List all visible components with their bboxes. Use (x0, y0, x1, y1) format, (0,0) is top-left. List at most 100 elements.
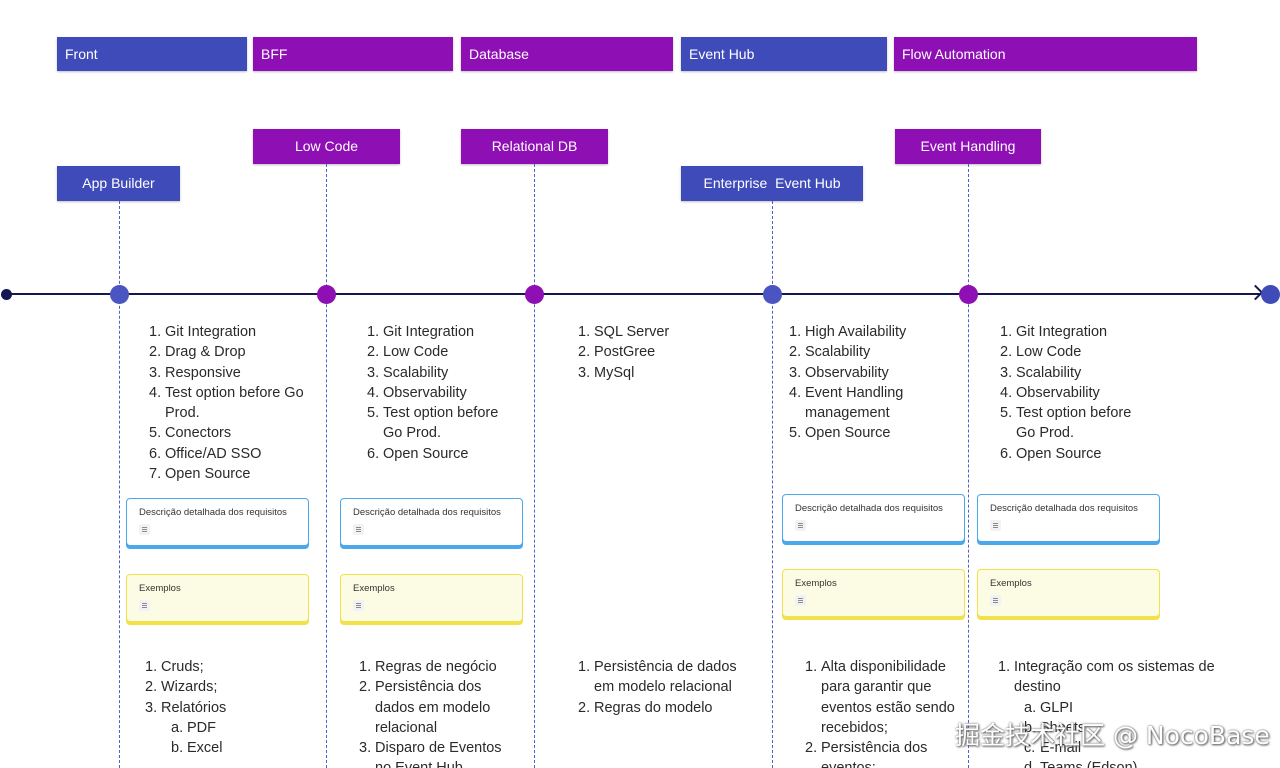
list-item-number: 4. (1000, 384, 1013, 401)
list-item-number: 5. (1000, 405, 1013, 422)
sub-list-item: b.Excel (145, 738, 315, 758)
list-item-text: Observability (383, 384, 467, 401)
list-item-text: Observability (805, 364, 889, 381)
examples-card-app-builder[interactable]: Exemplos (126, 574, 309, 622)
list-item: 3.Observability (789, 363, 949, 383)
list-item-text: Regras do modelo (594, 699, 713, 716)
connector-app-builder (119, 201, 120, 768)
description-card-app-builder[interactable]: Descrição detalhada dos requisitos (126, 498, 309, 546)
list-item-text: Test option before Go Prod. (165, 384, 304, 422)
category-label: Event Hub (689, 46, 755, 62)
category-event-hub[interactable]: Event Hub (681, 37, 887, 71)
description-card-enterprise-event-hub[interactable]: Descrição detalhada dos requisitos (782, 494, 965, 542)
list-item-number: 3. (789, 364, 802, 381)
document-icon (353, 524, 364, 535)
list-item-number: 2. (578, 699, 591, 716)
list-item-number: 2. (789, 344, 802, 361)
list-item: 2.Drag & Drop (149, 342, 317, 362)
card-title: Exemplos (353, 583, 395, 594)
list-item-number: 1. (578, 659, 591, 675)
list-item: 3.Responsive (149, 363, 317, 383)
list-item-text: Cruds; (161, 659, 204, 675)
list-item-text: Persistência dos dados em modelo relacio… (375, 679, 491, 736)
list-item-text: Sheets (1040, 719, 1086, 736)
list-item-number: 1. (145, 659, 158, 675)
node-low-code[interactable]: Low Code (253, 129, 400, 164)
node-relational-db[interactable]: Relational DB (461, 129, 608, 164)
list-item: 3.MySql (578, 363, 748, 383)
description-card-event-handling[interactable]: Descrição detalhada dos requisitos (977, 494, 1160, 542)
list-item-number: 3. (359, 740, 372, 757)
list-item-text: Event Handling management (805, 384, 904, 422)
examples-list-relational-db: 1.Persistência de dados em modelo relaci… (578, 657, 750, 718)
milestone-dot-low-code[interactable] (317, 285, 336, 304)
list-item-number: 2. (145, 679, 158, 696)
list-item-text: Teams (Edson) (1040, 758, 1228, 768)
document-icon (139, 524, 150, 535)
sub-list-item: d.Teams (Edson) (998, 758, 1228, 768)
milestone-dot-relational-db[interactable] (525, 285, 544, 304)
list-item-text: Excel (187, 740, 223, 757)
list-item-number: 1. (789, 324, 802, 340)
description-card-low-code[interactable]: Descrição detalhada dos requisitos (340, 498, 523, 546)
list-item-text: Regras de negócio (375, 659, 497, 675)
list-item: 4.Test option before Go Prod. (149, 383, 317, 424)
category-label: BFF (261, 46, 288, 62)
category-front[interactable]: Front (57, 37, 247, 71)
list-item: 2.Persistência dos eventos; (805, 738, 965, 768)
sub-list-item: a.GLPI (998, 698, 1228, 718)
examples-card-event-handling[interactable]: Exemplos (977, 569, 1160, 617)
list-item-text: Open Source (165, 466, 251, 483)
sub-list-item: c.E-mail (998, 738, 1228, 758)
list-item-number: 1. (998, 659, 1011, 675)
list-item-text: Conectors (165, 425, 232, 442)
document-icon (990, 595, 1001, 606)
milestone-dot-enterprise-event-hub[interactable] (763, 285, 782, 304)
document-icon (990, 520, 1001, 531)
list-item-number: b. (171, 740, 184, 757)
list-item-text: Drag & Drop (165, 344, 246, 361)
node-event-handling[interactable]: Event Handling (895, 129, 1041, 164)
connector-enterprise-event-hub (772, 201, 773, 768)
category-flow-automation[interactable]: Flow Automation (894, 37, 1197, 71)
list-item-number: 4. (149, 384, 162, 401)
list-item-number: 6. (1000, 445, 1013, 462)
examples-card-low-code[interactable]: Exemplos (340, 574, 523, 622)
list-item: 2.Low Code (367, 342, 517, 362)
node-app-builder[interactable]: App Builder (57, 166, 180, 201)
list-item-text: Persistência dos eventos; (821, 740, 928, 768)
list-item-text: Test option before Go Prod. (383, 405, 499, 442)
list-item-text: Integração com os sistemas de destino (1014, 659, 1215, 696)
list-item: 5.Open Source (789, 423, 949, 443)
list-item: 1.Git Integration (367, 322, 517, 342)
list-item-text: Low Code (383, 344, 449, 361)
list-item-number: c. (1024, 740, 1036, 757)
category-bff[interactable]: BFF (253, 37, 453, 71)
examples-card-enterprise-event-hub[interactable]: Exemplos (782, 569, 965, 617)
timeline-axis (6, 293, 1262, 295)
node-label: Event Handling (920, 138, 1016, 154)
list-item-text: Open Source (805, 425, 891, 442)
list-item-text: MySql (594, 364, 635, 381)
document-icon (795, 520, 806, 531)
node-enterprise-event-hub[interactable]: Enterprise Event Hub (681, 166, 863, 201)
milestone-dot-event-handling[interactable] (959, 285, 978, 304)
list-item-number: a. (1024, 699, 1037, 716)
list-item: 1.Integração com os sistemas de destino (998, 657, 1228, 698)
list-item-number: a. (171, 719, 184, 736)
milestone-dot-app-builder[interactable] (110, 285, 129, 304)
document-icon (795, 595, 806, 606)
category-database[interactable]: Database (461, 37, 673, 71)
list-item-number: 1. (359, 659, 372, 675)
list-item-text: PostGree (594, 344, 656, 361)
watermark: 掘金技术社区 @ NocoBase (955, 721, 1270, 750)
list-item-text: Alta disponibilidade para garantir que e… (821, 659, 955, 736)
list-item-text: Observability (1016, 384, 1100, 401)
list-item-number: 2. (1000, 344, 1013, 361)
node-label: Low Code (294, 138, 359, 154)
list-item-text: Low Code (1016, 344, 1082, 361)
list-item: 2.Regras do modelo (578, 698, 750, 718)
list-item-text: Git Integration (165, 324, 257, 340)
